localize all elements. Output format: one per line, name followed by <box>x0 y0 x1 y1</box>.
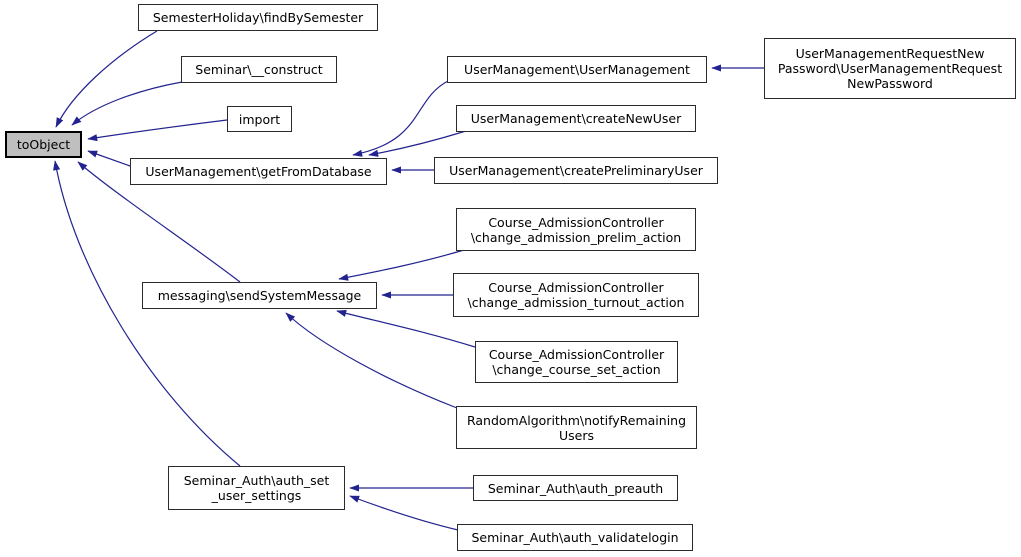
edge-sendSystemMessage-to-toObject <box>77 161 241 283</box>
graph-node-notifyRemainingUsers[interactable]: RandomAlgorithm\notifyRemaining Users <box>456 406 697 449</box>
graph-node-label: UserManagement\createNewUser <box>470 111 682 126</box>
graph-node-createPreliminaryUser[interactable]: UserManagement\createPreliminaryUser <box>434 157 718 184</box>
graph-node-label: messaging\sendSystemMessage <box>157 288 362 303</box>
edge-userManagement-to-getFromDatabase <box>352 80 449 157</box>
graph-node-authSetUserSettings[interactable]: Seminar_Auth\auth_set _user_settings <box>168 466 345 510</box>
graph-node-label: UserManagement\getFromDatabase <box>145 164 372 179</box>
graph-node-label: Seminar_Auth\auth_set _user_settings <box>183 473 330 503</box>
graph-node-label: Course_AdmissionController \change_admis… <box>467 280 685 310</box>
graph-node-requestNewPassword[interactable]: UserManagementRequestNew Password\UserMa… <box>764 38 1016 99</box>
graph-node-courseSetAction[interactable]: Course_AdmissionController \change_cours… <box>475 341 678 383</box>
graph-node-label: Course_AdmissionController \change_cours… <box>488 347 665 377</box>
edge-createNewUser-to-getFromDatabase <box>368 130 467 157</box>
edge-courseSetAction-to-sendSystemMessage <box>336 309 476 348</box>
graph-node-label: Seminar_Auth\auth_preauth <box>487 480 664 496</box>
graph-node-getFromDatabase[interactable]: UserManagement\getFromDatabase <box>130 158 387 185</box>
graph-node-label: Seminar\__construct <box>195 62 323 77</box>
graph-node-label: Course_AdmissionController \change_admis… <box>470 214 682 245</box>
graph-node-findBySemester[interactable]: SemesterHoliday\findBySemester <box>138 4 378 31</box>
graph-node-createNewUser[interactable]: UserManagement\createNewUser <box>456 105 696 132</box>
edge-seminarConstruct-to-toObject <box>71 81 183 126</box>
graph-node-toObject[interactable]: toObject <box>5 131 82 158</box>
graph-node-label: RandomAlgorithm\notifyRemaining Users <box>466 412 687 443</box>
graph-node-label: UserManagement\createPreliminaryUser <box>449 163 703 178</box>
edge-authSetUserSettings-to-toObject <box>53 160 241 467</box>
graph-node-userManagement[interactable]: UserManagement\UserManagement <box>447 56 707 83</box>
graph-node-sendSystemMessage[interactable]: messaging\sendSystemMessage <box>142 282 377 309</box>
graph-node-label: import <box>238 111 281 127</box>
graph-node-label: SemesterHoliday\findBySemester <box>152 10 364 25</box>
graph-node-authPreauth[interactable]: Seminar_Auth\auth_preauth <box>473 475 678 501</box>
graph-node-label: toObject <box>16 137 71 152</box>
edge-import-to-toObject <box>87 119 228 142</box>
graph-node-seminarConstruct[interactable]: Seminar\__construct <box>181 56 337 83</box>
edge-authValidatelogin-to-authSetUserSettings <box>349 495 459 531</box>
graph-node-authValidatelogin[interactable]: Seminar_Auth\auth_validatelogin <box>457 524 693 551</box>
graph-node-prelimAction[interactable]: Course_AdmissionController \change_admis… <box>456 208 696 251</box>
edge-prelimAction-to-sendSystemMessage <box>338 249 465 281</box>
graph-node-label: UserManagementRequestNew Password\UserMa… <box>777 46 1003 91</box>
graph-node-label: Seminar_Auth\auth_validatelogin <box>471 530 679 545</box>
edge-notifyRemainingUsers-to-sendSystemMessage <box>285 312 458 409</box>
graph-node-turnoutAction[interactable]: Course_AdmissionController \change_admis… <box>453 273 699 317</box>
edge-getFromDatabase-to-toObject <box>87 150 131 167</box>
graph-node-label: UserManagement\UserManagement <box>464 62 690 77</box>
graph-node-import[interactable]: import <box>227 106 292 132</box>
edge-findBySemester-to-toObject <box>55 30 158 128</box>
